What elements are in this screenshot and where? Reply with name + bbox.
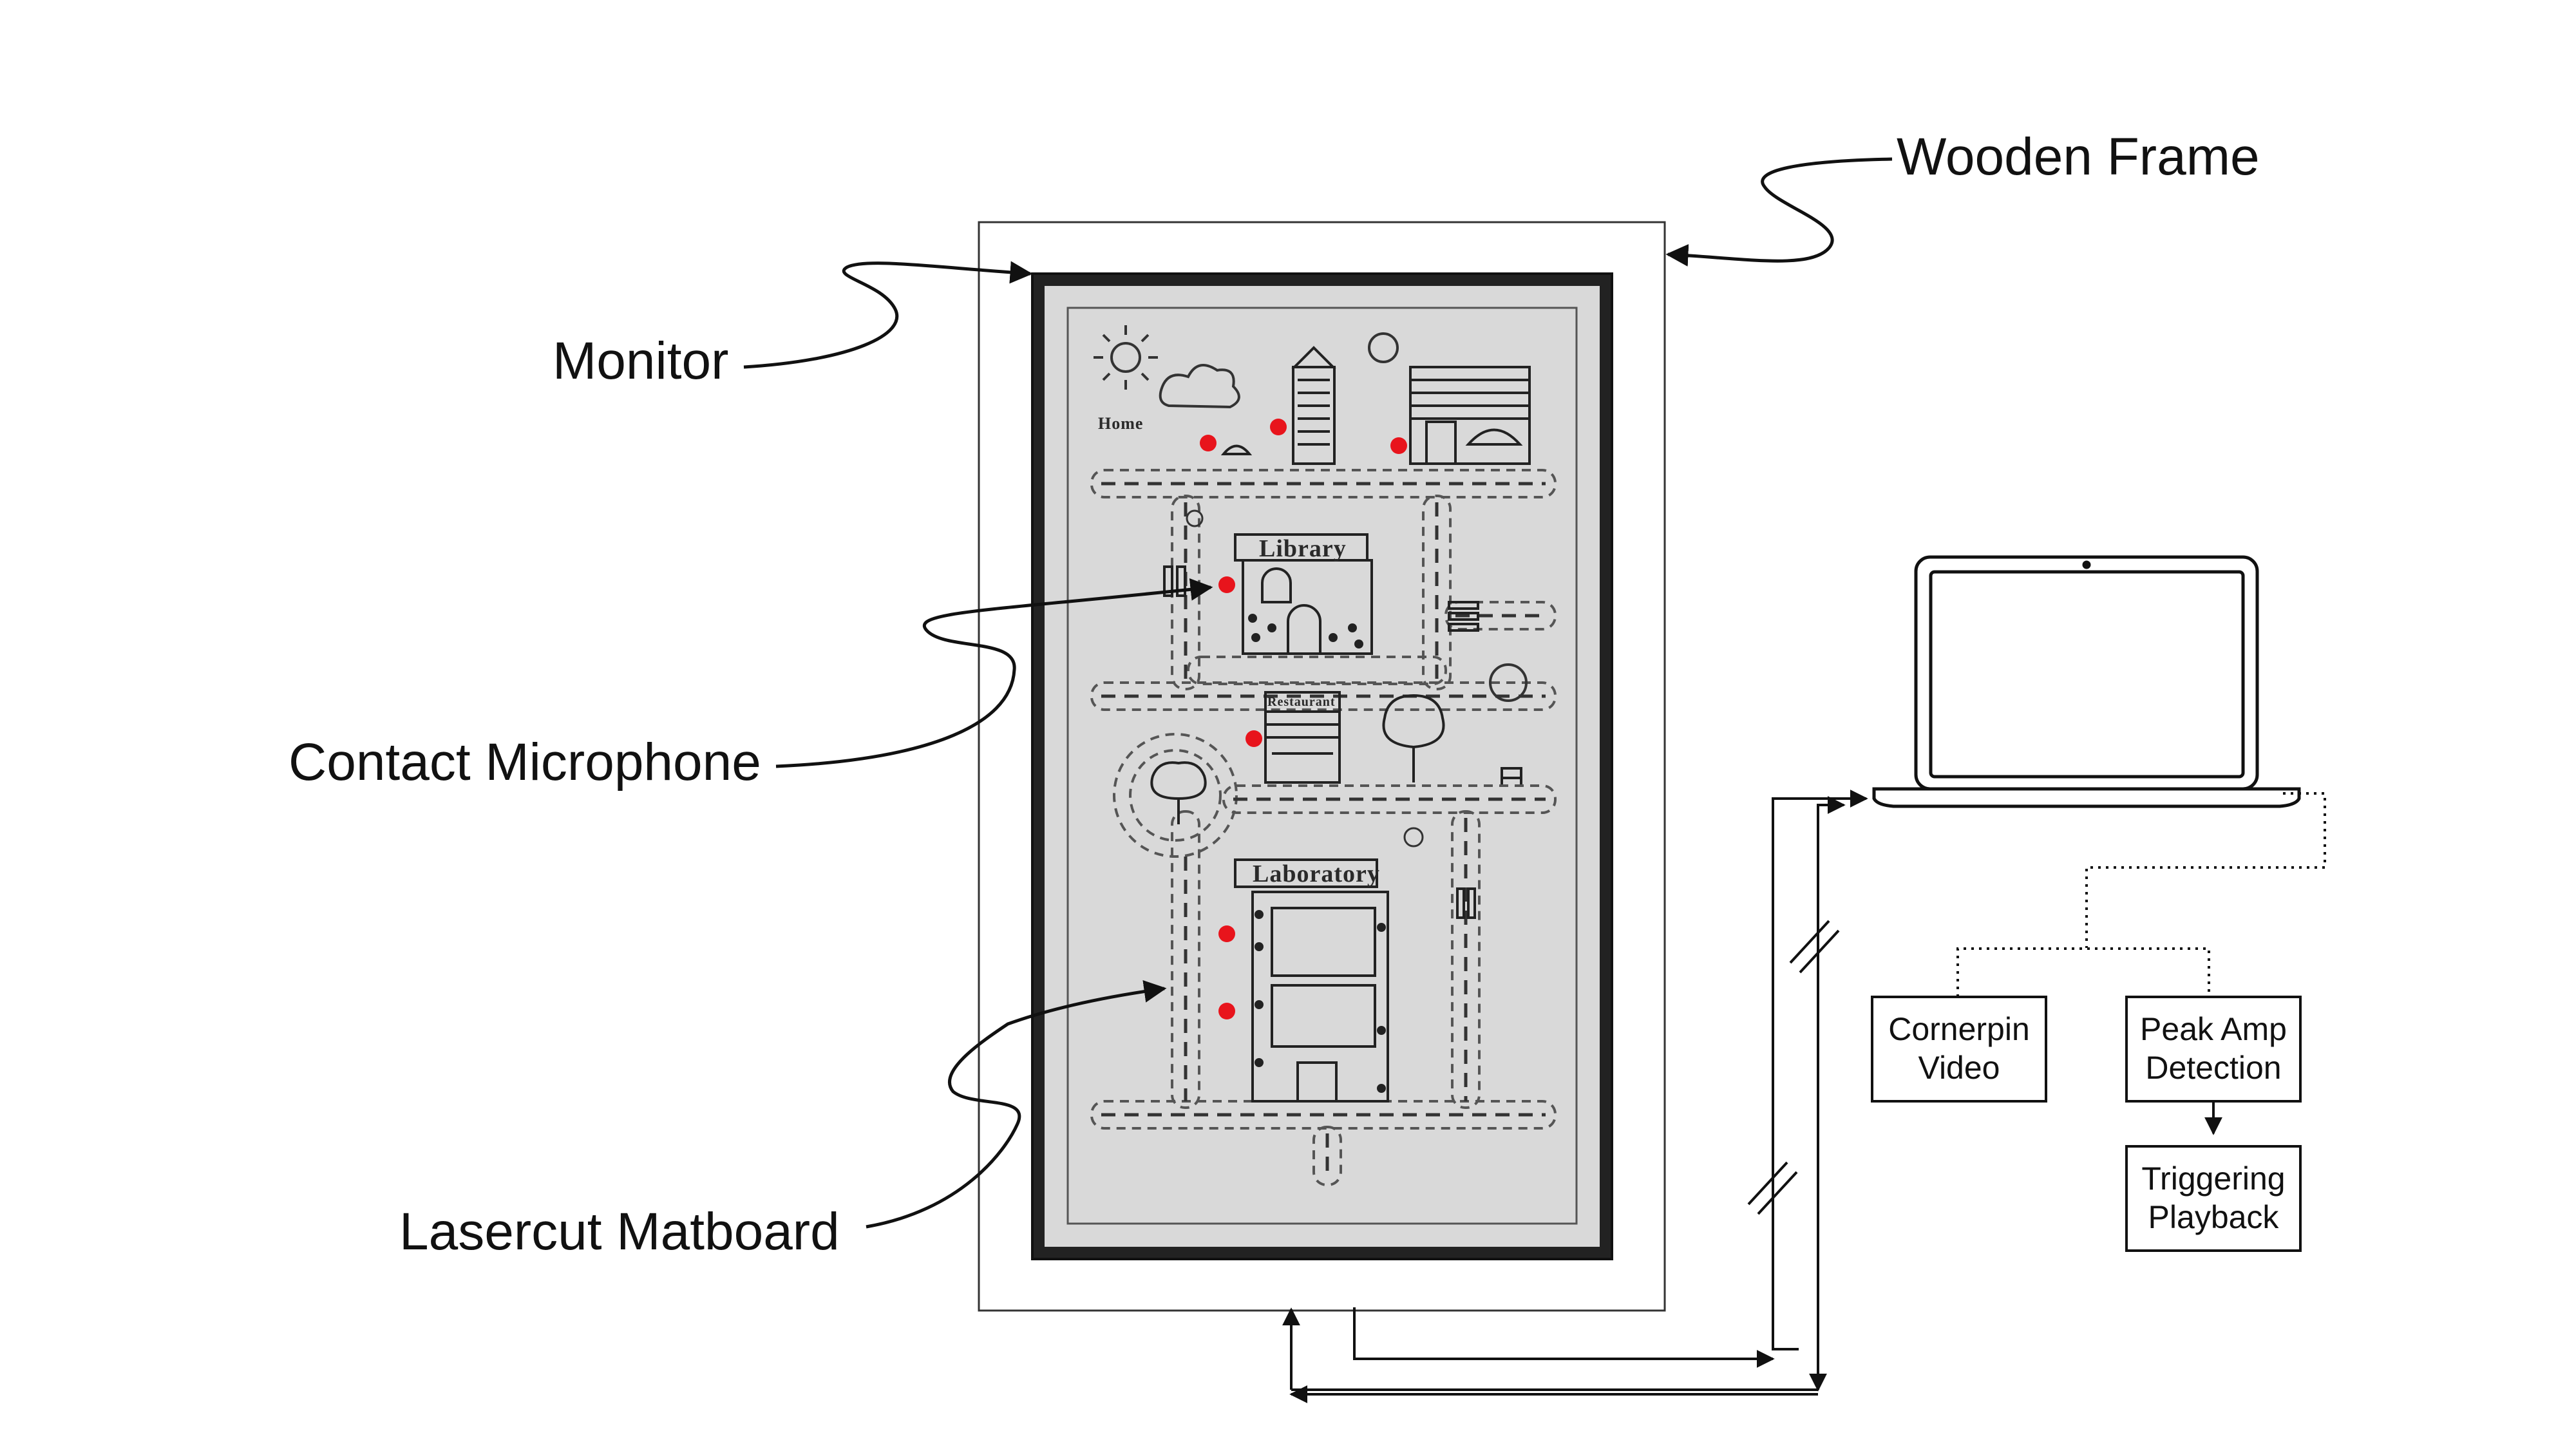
monitor-leader: [743, 261, 1033, 369]
cloud-icon: [1159, 364, 1240, 409]
cornerpin-box: [1871, 996, 2047, 1103]
peak-amp-detection-text: Peak Amp Detection: [2140, 1011, 2287, 1086]
road-center-dashes: [1101, 482, 1546, 1179]
mic-dot: [1200, 435, 1217, 451]
moon-icon: [1368, 332, 1399, 363]
lasercut-matboard-label: Lasercut Matboard: [399, 1202, 840, 1261]
mic-dot: [1218, 1003, 1235, 1019]
library-label: Library: [1259, 535, 1347, 562]
laboratory-label: Laboratory: [1253, 860, 1380, 887]
library-building: [1234, 533, 1373, 655]
map-roads: [1090, 469, 1557, 1186]
cables: [1291, 790, 1868, 1403]
cable-monitor-in: [1291, 1309, 1818, 1391]
cable-laptop-out: [1772, 790, 1868, 1350]
mic-dot: [1218, 576, 1235, 593]
restaurant-building: [1264, 691, 1341, 784]
restaurant-label: Restaurant: [1267, 695, 1336, 709]
triggering-box: [2125, 1145, 2302, 1252]
contact-microphone-label: Contact Microphone: [289, 733, 761, 791]
mic-dot: [1245, 730, 1262, 747]
map-props: [1163, 444, 1522, 919]
laptop-base: [1872, 787, 2301, 808]
process-connectors: [1956, 792, 2326, 1135]
contact-microphone-dots: [1200, 419, 1407, 1019]
triggering-playback-text: Triggering Playback: [2141, 1160, 2286, 1235]
tree-icon: [1150, 694, 1445, 824]
laptop-screen: [1914, 555, 2259, 791]
mic-dot: [1390, 437, 1407, 454]
moon-icon-2: [1489, 663, 1528, 702]
home-building: [1409, 366, 1531, 465]
contact-microphone-leader: [775, 578, 1213, 768]
callout-leaders: [743, 157, 1893, 1229]
matboard-inner-border: [1066, 307, 1578, 1225]
laboratory-building: [1234, 858, 1389, 1103]
sun-icon: [1094, 325, 1158, 390]
cable-break-marks: [1747, 920, 1840, 1215]
small-sun-icon: [1186, 509, 1424, 848]
cornerpin-video-text: Cornerpin Video: [1888, 1011, 2030, 1086]
process-boxes: [1871, 996, 2302, 1252]
mic-dot: [1218, 925, 1235, 942]
mic-dot: [1270, 419, 1287, 435]
cable-monitor-out: [1353, 1307, 1775, 1368]
cable-return: [1809, 796, 1846, 1392]
lasercut-matboard: [1045, 286, 1600, 1247]
laptop: [1872, 555, 2301, 808]
wooden-frame-leader: [1665, 157, 1893, 267]
tower-building: [1291, 346, 1336, 465]
wooden-frame-label: Wooden Frame: [1897, 128, 2260, 186]
home-label: Home: [1098, 414, 1144, 433]
monitor-label: Monitor: [553, 332, 729, 390]
peak-amp-box: [2125, 996, 2302, 1103]
lasercut-matboard-leader: [866, 980, 1167, 1229]
